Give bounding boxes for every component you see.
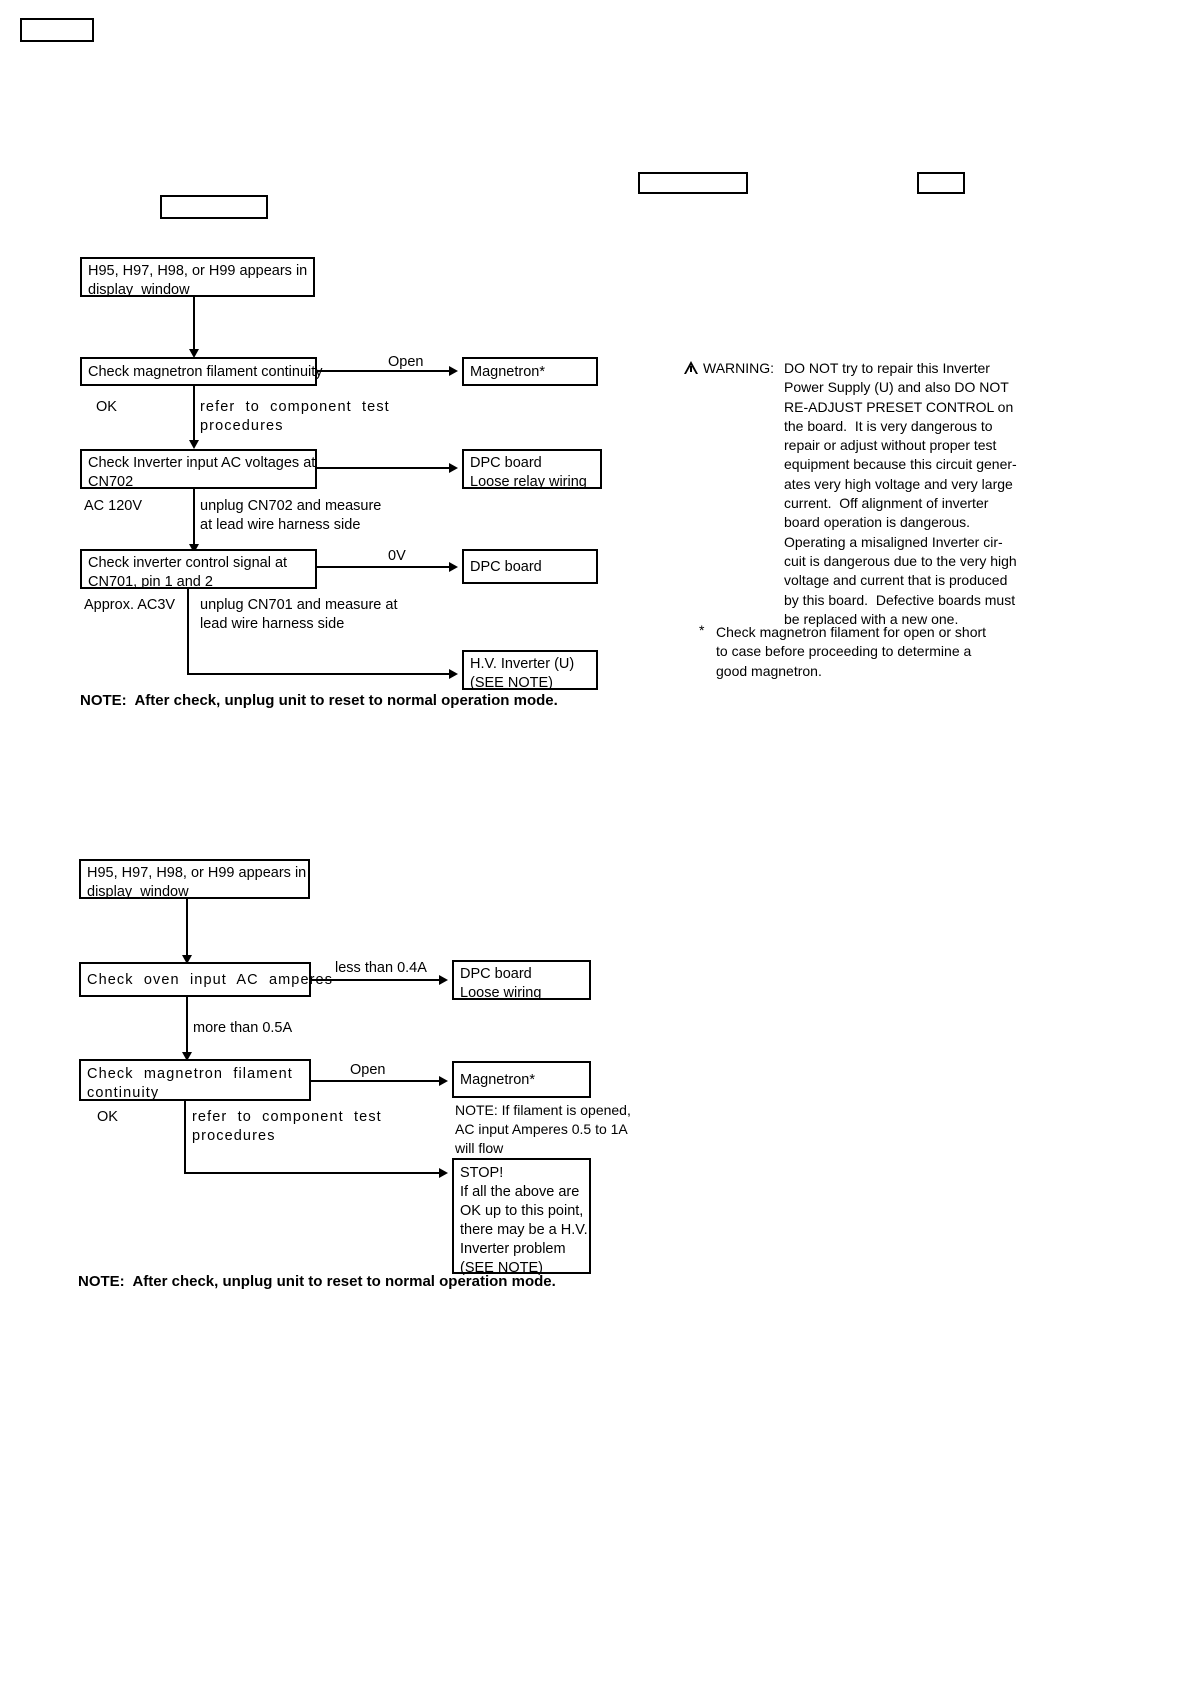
chart2-connector-step1-step2	[186, 997, 188, 1054]
chart2-step1-text: Check oven input AC amperes	[87, 972, 334, 988]
chart1-start-text: H95, H97, H98, or H99 appears in display…	[88, 263, 308, 298]
chart1-step1-ok-label: OK	[96, 399, 117, 415]
chart1-arrow-start-step1	[189, 349, 199, 358]
chart1-step1-box: Check magnetron filament continuity	[80, 357, 323, 386]
chart1-connector-step3-branch	[317, 566, 449, 568]
chart1-final-box: H.V. Inverter (U) (SEE NOTE)	[462, 650, 598, 691]
chart1-arrow-step1-step2	[189, 440, 199, 449]
chart1-step3-ok-label: Approx. AC3V	[84, 597, 176, 613]
chart2-arrow-start-step1	[182, 955, 192, 964]
chart1-connector-step2-step3	[193, 489, 195, 546]
chart2-connector-step2-final-h	[184, 1172, 439, 1174]
chart1-arrow-step1-branch	[449, 366, 458, 376]
chart1-note: NOTE: After check, unplug unit to reset …	[80, 692, 558, 709]
chart1-final-text: H.V. Inverter (U) (SEE NOTE)	[470, 656, 575, 691]
chart1-arrow-step3-final	[449, 669, 458, 679]
chart2-step1-box: Check oven input AC amperes	[79, 962, 332, 997]
chart1-step2-branch-box: DPC board Loose relay wiring	[462, 449, 602, 490]
chart2-note: NOTE: After check, unplug unit to reset …	[78, 1273, 556, 1290]
chart1-step3-branch-label: 0V	[388, 548, 406, 564]
chart1-step1-branch-label: Open	[388, 354, 424, 370]
chart1-step2-branch-text: DPC board Loose relay wiring	[470, 455, 587, 490]
chart2-step2-branch-box: Magnetron*	[452, 1061, 591, 1098]
chart2-arrow-step2-final	[439, 1168, 448, 1178]
warning-footnote-marker: *	[699, 622, 705, 638]
chart1-connector-step3-final-h	[187, 673, 449, 675]
chart2-step2-branch-label: Open	[350, 1062, 386, 1078]
chart1-connector-start-step1	[193, 297, 195, 351]
chart1-step2-ok-note: unplug CN702 and measure at lead wire ha…	[200, 498, 382, 533]
chart1-connector-step1-branch	[317, 370, 449, 372]
chart2-final-box: STOP! If all the above are OK up to this…	[452, 1158, 591, 1276]
chart1-step2-text: Check Inverter input AC voltages at CN70…	[88, 455, 316, 490]
chart1-connector-step1-step2	[193, 386, 195, 442]
chart2-step1-ok-label: more than 0.5A	[193, 1020, 293, 1036]
chart2-step2-branch-note: NOTE: If filament is opened, AC input Am…	[455, 1102, 631, 1156]
chart2-step1-branch-label: less than 0.4A	[335, 960, 427, 976]
chart1-start-box: H95, H97, H98, or H99 appears in display…	[80, 257, 315, 298]
top-left-marker-box	[20, 18, 94, 42]
chart2-step2-box: Check magnetron filament continuity	[79, 1059, 311, 1101]
chart2-final-text: STOP! If all the above are OK up to this…	[460, 1165, 588, 1276]
warning-title: WARNING:	[703, 360, 775, 376]
chart1-step1-ok-note: refer to component test procedures	[200, 399, 390, 434]
chart1-arrow-step2-branch	[449, 463, 458, 473]
chart2-start-box: H95, H97, H98, or H99 appears in display…	[79, 859, 310, 900]
chart1-step1-branch-text: Magnetron*	[470, 364, 545, 380]
chart2-arrow-step1-step2	[182, 1052, 192, 1061]
chart1-step2-ok-label: AC 120V	[84, 498, 143, 514]
warning-footnote: Check magnetron filament for open or sho…	[716, 624, 987, 679]
chart2-arrow-step2-branch	[439, 1076, 448, 1086]
warning-triangle-icon	[684, 360, 699, 374]
chart2-step2-text: Check magnetron filament continuity	[87, 1066, 293, 1101]
chart2-connector-step2-final-v	[184, 1101, 186, 1174]
chart2-step1-branch-box: DPC board Loose wiring	[452, 960, 591, 1001]
chart1-step3-branch-text: DPC board	[470, 559, 542, 575]
chart1-step1-branch-box: Magnetron*	[462, 357, 598, 386]
chart2-connector-step2-branch	[311, 1080, 439, 1082]
chart2-step1-branch-text: DPC board Loose wiring	[460, 966, 542, 1001]
header-right-box	[917, 172, 965, 194]
chart1-arrow-step2-step3	[189, 544, 199, 553]
chart1-step2-box: Check Inverter input AC voltages at CN70…	[80, 449, 317, 490]
chart2-start-text: H95, H97, H98, or H99 appears in display…	[87, 865, 307, 900]
chart1-step3-text: Check inverter control signal at CN701, …	[88, 555, 288, 590]
chart-title-box	[160, 195, 268, 219]
chart1-step3-box: Check inverter control signal at CN701, …	[80, 549, 317, 590]
chart2-connector-start-step1	[186, 899, 188, 957]
warning-body: DO NOT try to repair this Inverter Power…	[784, 360, 1017, 627]
chart2-step2-branch-text: Magnetron*	[460, 1072, 535, 1088]
chart1-step3-ok-note: unplug CN701 and measure at lead wire ha…	[200, 597, 398, 632]
chart2-arrow-step1-branch	[439, 975, 448, 985]
chart2-step2-ok-note: refer to component test procedures	[192, 1109, 382, 1144]
chart1-connector-step3-final-v	[187, 589, 189, 675]
chart2-step2-ok-label: OK	[97, 1109, 118, 1125]
chart1-connector-step2-branch	[317, 467, 449, 469]
chart1-arrow-step3-branch	[449, 562, 458, 572]
chart1-step3-branch-box: DPC board	[462, 549, 598, 584]
chart1-step1-text: Check magnetron filament continuity	[88, 364, 323, 380]
chart2-connector-step1-branch	[311, 979, 439, 981]
header-center-box	[638, 172, 748, 194]
